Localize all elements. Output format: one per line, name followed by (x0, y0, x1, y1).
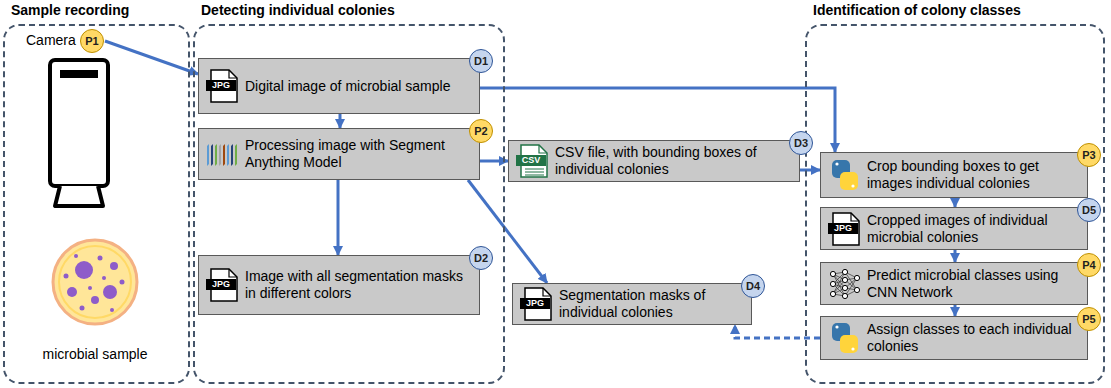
flow-arrow (954, 305, 957, 316)
box-label: CSV file, with bounding boxes of individ… (555, 144, 791, 178)
jpg-icon: JPG (519, 286, 555, 322)
py-icon (827, 157, 863, 193)
process-box: Assign classes to each individual coloni… (820, 316, 1088, 360)
file-type-tag: CSV (516, 155, 546, 166)
illustration-label: microbial sample (20, 346, 170, 362)
file-type-tag: JPG (520, 298, 550, 309)
step-id: D1 (474, 56, 488, 67)
process-box: Crop bounding boxes to get images indivi… (820, 152, 1088, 198)
box-label: Crop bounding boxes to get images indivi… (867, 158, 1079, 192)
file-type-tag: JPG (206, 279, 236, 290)
box-label: Cropped images of individual microbial c… (867, 212, 1079, 246)
flow-arrow (468, 180, 547, 283)
cnn-icon (827, 266, 863, 302)
step-badge: D4 (741, 274, 765, 298)
csv-icon: CSV (515, 143, 551, 179)
step-id: P2 (474, 126, 487, 137)
box-label: Digital image of microbial sample (245, 78, 450, 95)
process-box: CSV file, with bounding boxes of individ… (508, 140, 800, 182)
file-type-tag: JPG (828, 223, 858, 234)
process-box: Segmentation masks of individual colonie… (512, 283, 752, 325)
process-box: Cropped images of individual microbial c… (820, 207, 1088, 250)
step-badge: P3 (1077, 143, 1101, 167)
box-label: Predict microbial classes using CNN Netw… (867, 267, 1079, 301)
group-panel: Identification of colony classesCrop bou… (805, 24, 1105, 384)
step-id: D5 (1082, 205, 1096, 216)
sam-icon (205, 136, 241, 172)
step-badge: P2 (469, 119, 493, 143)
jpg-icon: JPG (205, 267, 241, 303)
step-id: P4 (1082, 260, 1095, 271)
process-box: Processing image with Segment Anything M… (198, 128, 480, 180)
step-badge: D1 (469, 49, 493, 73)
sam-icon-graphic (205, 136, 241, 172)
group-panel: Detecting individual coloniesDigital ima… (193, 24, 505, 384)
flow-arrow (954, 198, 957, 207)
step-badge: D3 (789, 131, 813, 155)
group-panel: Sample recordingP1 (3, 24, 190, 384)
petri-dish-illustration (53, 240, 137, 324)
step-id: P3 (1082, 150, 1095, 161)
cnn-icon-graphic (827, 266, 863, 302)
jpg-icon: JPG (827, 211, 863, 247)
py-icon (827, 320, 863, 356)
process-box: Predict microbial classes using CNN Netw… (820, 262, 1088, 305)
step-badge: P5 (1077, 307, 1101, 331)
flow-arrow (339, 114, 342, 128)
step-id: P5 (1082, 314, 1095, 325)
flow-arrow (800, 169, 820, 172)
camera-illustration (50, 60, 108, 206)
step-badge: D2 (469, 246, 493, 270)
jpg-icon: JPG (205, 68, 241, 104)
step-id: D3 (794, 138, 808, 149)
step-badge: P1 (80, 29, 104, 53)
illustration-label: Camera (26, 32, 76, 48)
box-label: Image with all segmentation masks in dif… (245, 268, 471, 302)
box-label: Assign classes to each individual coloni… (867, 321, 1079, 355)
flow-arrow (105, 41, 198, 74)
py-icon-graphic (827, 157, 863, 193)
box-label: Processing image with Segment Anything M… (245, 137, 471, 171)
step-badge: P4 (1077, 253, 1101, 277)
group-heading: Identification of colony classes (813, 2, 1021, 18)
process-box: Image with all segmentation masks in dif… (198, 255, 480, 315)
process-box: Digital image of microbial sampleD1JPG (198, 58, 480, 114)
py-icon-graphic (827, 320, 863, 356)
group-heading: Detecting individual colonies (201, 2, 395, 18)
group-heading: Sample recording (11, 2, 129, 18)
flow-arrow (735, 325, 820, 338)
step-badge: D5 (1077, 198, 1101, 222)
step-id: P1 (85, 36, 98, 47)
step-id: D4 (746, 281, 760, 292)
flow-arrow (337, 180, 340, 255)
box-label: Segmentation masks of individual colonie… (559, 287, 743, 321)
step-id: D2 (474, 253, 488, 264)
flow-arrow (954, 250, 957, 262)
file-type-tag: JPG (206, 80, 236, 91)
